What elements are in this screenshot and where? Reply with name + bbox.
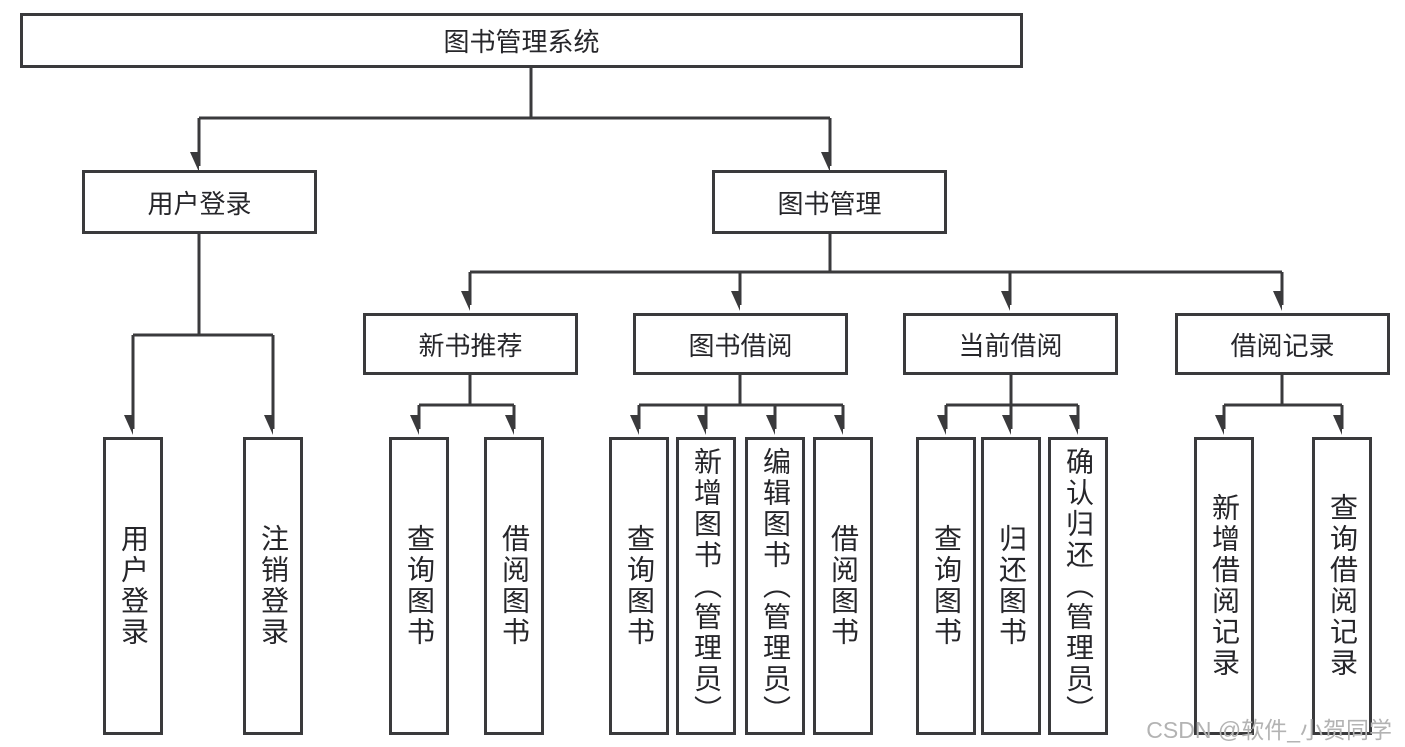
leaf-query-borrow-record: 查询借阅记录 bbox=[1312, 437, 1372, 735]
leaf-confirm-return-admin: 确认归还（管理员） bbox=[1048, 437, 1108, 735]
node-book-management: 图书管理 bbox=[712, 170, 947, 234]
leaf-return-books: 归还图书 bbox=[981, 437, 1041, 735]
connectors-user-login bbox=[133, 234, 275, 429]
leaf-edit-books-admin-label: 编辑图书（管理员） bbox=[760, 446, 791, 726]
leaf-query-books-current-label: 查询图书 bbox=[931, 524, 962, 648]
leaf-logout-label: 注销登录 bbox=[258, 524, 289, 648]
leaf-user-login: 用户登录 bbox=[103, 437, 163, 735]
leaf-borrow-books-recommend-label: 借阅图书 bbox=[499, 524, 530, 648]
leaf-add-books-admin-label: 新增图书（管理员） bbox=[691, 446, 722, 726]
connectors-borrow-records bbox=[1224, 375, 1344, 429]
node-system-root: 图书管理系统 bbox=[20, 13, 1023, 68]
leaf-confirm-return-admin-label: 确认归还（管理员） bbox=[1063, 446, 1094, 726]
leaf-user-login-label: 用户登录 bbox=[118, 524, 149, 648]
leaf-edit-books-admin: 编辑图书（管理员） bbox=[745, 437, 805, 735]
node-current-borrow: 当前借阅 bbox=[903, 313, 1118, 375]
leaf-query-books-current: 查询图书 bbox=[916, 437, 976, 735]
leaf-add-borrow-record-label: 新增借阅记录 bbox=[1209, 493, 1240, 679]
leaf-return-books-label: 归还图书 bbox=[996, 524, 1027, 648]
leaf-borrow-books-label: 借阅图书 bbox=[828, 524, 859, 648]
connectors-book-management bbox=[470, 234, 1284, 305]
leaf-query-books-recommend: 查询图书 bbox=[389, 437, 449, 735]
connectors-book-borrow bbox=[639, 375, 845, 429]
connectors-root bbox=[199, 68, 832, 166]
node-borrow-records: 借阅记录 bbox=[1175, 313, 1390, 375]
connectors-new-book bbox=[419, 375, 516, 429]
leaf-query-books-borrow-label: 查询图书 bbox=[624, 524, 655, 648]
leaf-query-borrow-record-label: 查询借阅记录 bbox=[1327, 493, 1358, 679]
connectors-current-borrow bbox=[946, 375, 1080, 429]
node-user-login: 用户登录 bbox=[82, 170, 317, 234]
leaf-logout: 注销登录 bbox=[243, 437, 303, 735]
leaf-query-books-borrow: 查询图书 bbox=[609, 437, 669, 735]
csdn-watermark: CSDN @软件_小贺同学 bbox=[1146, 717, 1392, 743]
leaf-add-books-admin: 新增图书（管理员） bbox=[676, 437, 736, 735]
leaf-query-books-recommend-label: 查询图书 bbox=[404, 524, 435, 648]
node-new-book-recommend: 新书推荐 bbox=[363, 313, 578, 375]
leaf-add-borrow-record: 新增借阅记录 bbox=[1194, 437, 1254, 735]
leaf-borrow-books-recommend: 借阅图书 bbox=[484, 437, 544, 735]
leaf-borrow-books: 借阅图书 bbox=[813, 437, 873, 735]
node-book-borrow: 图书借阅 bbox=[633, 313, 848, 375]
